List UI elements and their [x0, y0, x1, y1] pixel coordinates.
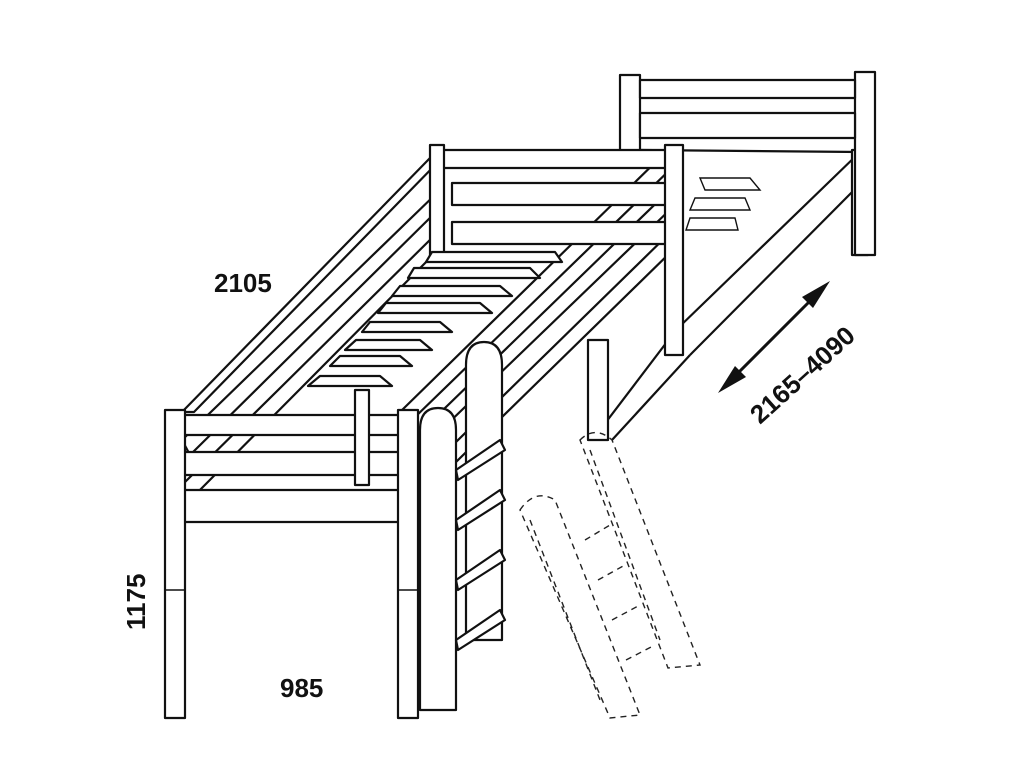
- slats: [306, 250, 564, 388]
- dimension-arrow: [718, 281, 830, 393]
- height-dimension-label: 1175: [121, 574, 151, 630]
- width-dimension-label: 985: [280, 673, 323, 703]
- slide: [589, 70, 877, 441]
- alternate-ladder-positions: [519, 431, 701, 719]
- length-dimension-label: 2105: [214, 268, 272, 298]
- ladder: [418, 340, 507, 712]
- slide-range-dimension-label: 2165–4090: [744, 320, 861, 429]
